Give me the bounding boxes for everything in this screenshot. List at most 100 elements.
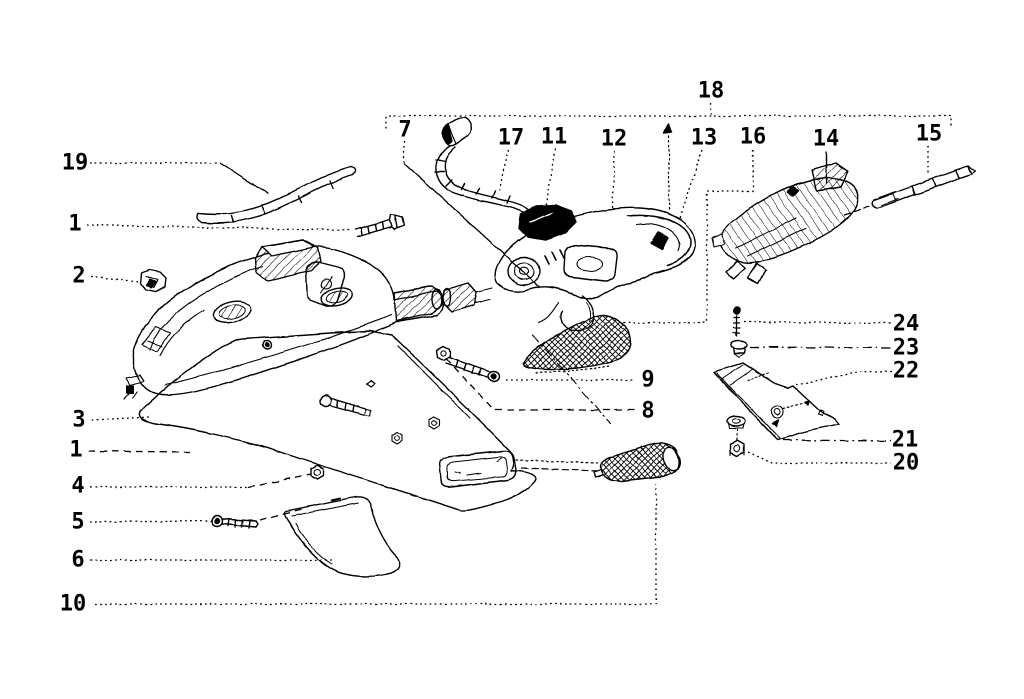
- leader-line: [403, 162, 541, 288]
- part-cable-guide-hose: [196, 166, 357, 224]
- callout-label-4: 4: [71, 474, 84, 499]
- callout-label-9: 9: [641, 368, 654, 393]
- callout-label-24: 24: [893, 312, 920, 337]
- pointer-arrow: [663, 123, 673, 213]
- leader-line: [385, 115, 952, 128]
- callout-label-13: 13: [691, 126, 718, 151]
- callout-label-21: 21: [892, 428, 919, 453]
- callout-20: 20: [747, 451, 920, 476]
- leader-line: [612, 150, 615, 210]
- leader-line: [259, 508, 303, 521]
- leader-line: [747, 451, 891, 464]
- part-nut-4: [310, 464, 324, 480]
- callout-label-7: 7: [398, 118, 411, 143]
- leader-line: [621, 150, 754, 324]
- leader-line: [90, 276, 141, 282]
- part-switch-housing: [442, 204, 696, 332]
- callout-label-22: 22: [893, 359, 920, 384]
- leader-line: [545, 148, 556, 209]
- part-brake-bracket: [711, 151, 859, 285]
- callout-label-12: 12: [601, 127, 628, 152]
- callout-1: 1: [69, 438, 191, 463]
- callout-label-11: 11: [541, 125, 568, 150]
- leader-line: [247, 473, 312, 488]
- callout-21: 21: [782, 428, 919, 453]
- callout-label-15: 15: [916, 122, 943, 147]
- callout-13: 13: [678, 126, 718, 221]
- callout-label-16: 16: [740, 125, 767, 150]
- part-nut-20: [729, 428, 745, 457]
- callout-label-5: 5: [71, 510, 84, 535]
- leader-line: [219, 162, 269, 195]
- callout-19: 19: [62, 151, 269, 195]
- callout-5: 5: [71, 508, 303, 535]
- part-rear-handlebar-cover: [138, 330, 612, 512]
- callout-2: 2: [72, 264, 141, 289]
- part-nut-23: [730, 340, 748, 358]
- callout-label-10: 10: [60, 592, 87, 617]
- callout-label-14: 14: [813, 127, 840, 152]
- callout-label-1: 1: [69, 438, 82, 463]
- part-cable-rod: [844, 165, 976, 216]
- callout-8: 8: [445, 357, 655, 424]
- callout-17: 17: [498, 126, 525, 194]
- leader-line: [87, 450, 191, 453]
- callout-15: 15: [916, 122, 943, 173]
- callout-label-20: 20: [893, 451, 920, 476]
- callout-label-1: 1: [68, 212, 81, 237]
- part-nut-21: [726, 415, 746, 429]
- leader-line: [86, 224, 351, 231]
- part-lower-flap: [284, 496, 401, 578]
- group-bracket-18: 18: [385, 79, 952, 128]
- alignment-line-dashed: [521, 467, 600, 472]
- alignment-line-dotted: [515, 459, 598, 464]
- part-screw-1: [354, 213, 405, 238]
- screw-hole-diamond: [366, 380, 376, 388]
- callout-14: 14: [813, 127, 840, 184]
- part-hole-nut-a: [428, 416, 440, 430]
- callout-11: 11: [541, 125, 568, 209]
- part-handle-recess: [438, 450, 517, 488]
- callout-label-23: 23: [893, 336, 920, 361]
- callout-label-6: 6: [71, 548, 84, 573]
- part-mirror-boss: [254, 239, 322, 282]
- callout-24: 24: [743, 312, 920, 337]
- callout-label-18: 18: [698, 79, 725, 104]
- callout-label-19: 19: [62, 151, 89, 176]
- part-hole-nut-b: [391, 431, 403, 445]
- callout-7: 7: [398, 118, 541, 288]
- part-screw-24: [732, 306, 742, 337]
- leader-line: [89, 520, 214, 523]
- callout-label-8: 8: [641, 399, 654, 424]
- callout-1: 1: [68, 212, 351, 237]
- callout-16: 16: [621, 125, 767, 324]
- callout-6: 6: [71, 548, 334, 573]
- part-front-handlebar-cover: [123, 239, 445, 400]
- callout-label-2: 2: [72, 264, 85, 289]
- leader-line: [749, 346, 893, 349]
- leader-line: [782, 439, 892, 442]
- part-cable-clamp: [139, 269, 167, 293]
- leader-line: [95, 484, 657, 605]
- callout-label-3: 3: [72, 408, 85, 433]
- callout-label-17: 17: [498, 126, 525, 151]
- part-screw-9: [435, 345, 501, 382]
- callout-23: 23: [749, 336, 920, 361]
- leader-line: [743, 321, 893, 324]
- leader-line: [795, 370, 893, 386]
- callout-10: 10: [60, 484, 657, 617]
- callout-22: 22: [795, 359, 920, 386]
- part-hand-grip: [593, 442, 681, 482]
- part-cable-7: [434, 116, 529, 215]
- callout-3: 3: [72, 408, 151, 433]
- leader-line: [498, 149, 510, 194]
- callout-12: 12: [601, 127, 628, 210]
- callout-9: 9: [506, 368, 655, 393]
- callout-4: 4: [71, 473, 312, 499]
- part-bolt-on-cover: [319, 394, 372, 417]
- part-cushion-pad: [522, 314, 632, 374]
- part-screw-5: [210, 514, 259, 529]
- part-retaining-clip: [123, 374, 145, 400]
